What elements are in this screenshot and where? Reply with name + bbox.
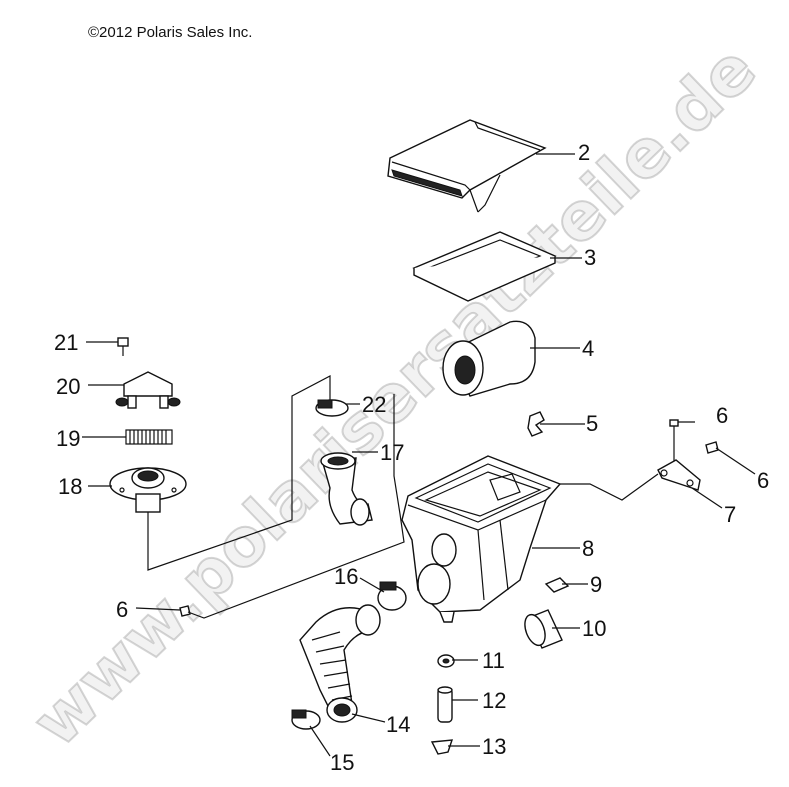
callout-14: 14 (386, 712, 410, 737)
callout-16: 16 (334, 564, 358, 589)
callout-13: 13 (482, 734, 506, 759)
routing-lines (147, 375, 659, 619)
callout-labels: 2 3 4 5 6 6 6 7 8 9 10 11 12 13 14 15 16… (54, 140, 769, 775)
leader-lines (82, 153, 756, 757)
callout-4: 4 (582, 336, 594, 361)
part-19-spring (125, 429, 173, 445)
callout-6-left: 6 (116, 597, 128, 622)
part-13-plug (430, 739, 454, 755)
callout-3: 3 (584, 245, 596, 270)
callout-19: 19 (56, 426, 80, 451)
callout-2: 2 (578, 140, 590, 165)
part-2-airbox-cover (387, 119, 547, 213)
part-17-elbow-hose (320, 452, 373, 526)
part-6-nut-right (705, 441, 719, 454)
part-7-bracket (657, 459, 701, 491)
callout-5: 5 (586, 411, 598, 436)
part-14-intake-duct (299, 604, 381, 723)
part-3-filter-frame (412, 231, 557, 302)
part-15-clamp (291, 709, 321, 730)
part-6-screw-left (179, 605, 191, 617)
part-18-valve-base (109, 467, 187, 513)
part-9-plate (544, 577, 570, 593)
part-11-washer (437, 654, 455, 668)
part-12-drain-tube (437, 686, 453, 723)
callout-8: 8 (582, 536, 594, 561)
callout-6-right-top: 6 (716, 403, 728, 428)
part-16-clamp (377, 581, 407, 611)
part-21-screw (117, 337, 129, 356)
callout-12: 12 (482, 688, 506, 713)
callout-20: 20 (56, 374, 80, 399)
part-10-sleeve (524, 609, 563, 649)
part-22-clamp (315, 399, 349, 417)
copyright-notice: ©2012 Polaris Sales Inc. (88, 24, 253, 41)
part-20-cap (115, 371, 181, 409)
callout-7: 7 (724, 502, 736, 527)
callout-11: 11 (482, 648, 505, 673)
part-5-clip (527, 411, 545, 437)
callout-6-right: 6 (757, 468, 769, 493)
part-8-airbox-body (401, 455, 562, 623)
callout-22: 22 (362, 392, 386, 417)
callout-18: 18 (58, 474, 82, 499)
callout-17: 17 (380, 440, 404, 465)
callout-10: 10 (582, 616, 606, 641)
callout-15: 15 (330, 750, 354, 775)
part-4-foam-filter (442, 320, 536, 397)
callout-21: 21 (54, 330, 78, 355)
callout-9: 9 (590, 572, 602, 597)
